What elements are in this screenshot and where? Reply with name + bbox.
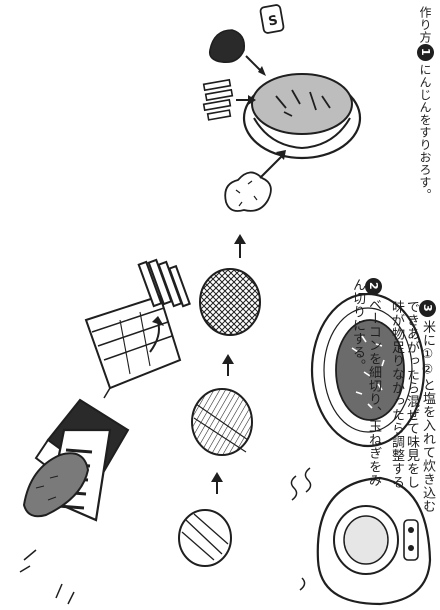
step-2-instruction: 2 ベーコンを細切り、玉ねぎをみ ん切りにする。 bbox=[350, 278, 382, 487]
salt-shaker-icon: S bbox=[259, 4, 285, 34]
step-3-instruction: 3 米に①②と塩を入れて炊き込む できあがったら混ぜて味見をし 味が物足りなかった… bbox=[389, 300, 436, 513]
arrow-head-icon bbox=[276, 150, 286, 160]
arrow-head-icon bbox=[222, 354, 234, 364]
bacon-strips-icon bbox=[202, 78, 234, 121]
bacon-strip-icon bbox=[84, 294, 182, 390]
rice-cooker-icon bbox=[316, 476, 432, 606]
onion-diced-icon bbox=[199, 268, 261, 336]
step-1-badge: 1 bbox=[417, 43, 434, 61]
arrow-bacon-icon bbox=[149, 321, 160, 353]
carrot-icon bbox=[22, 452, 90, 518]
steam-lines bbox=[290, 467, 312, 591]
salt-shaker-letter: S bbox=[267, 13, 279, 29]
rice-cooker-pot-icon bbox=[242, 73, 362, 160]
arrow-head-icon bbox=[211, 472, 223, 482]
arrow-carrot-icon bbox=[245, 55, 263, 73]
minced-onion-icon bbox=[224, 171, 272, 212]
step-3-line1: 米に①②と塩を入れて炊き込む bbox=[420, 320, 435, 513]
arrow-head-icon bbox=[258, 66, 266, 76]
step-1-instruction: 作り方1 にんじんをすりおろす。 bbox=[417, 6, 434, 201]
carrot-gratings-icon bbox=[208, 29, 246, 64]
arrow-to-pot-icon bbox=[259, 155, 283, 179]
onion-scored-icon bbox=[191, 388, 253, 456]
step-2-line2: ん切りにする。 bbox=[350, 278, 365, 373]
onion-whole-icon bbox=[178, 509, 232, 567]
method-label: 作り方 bbox=[418, 6, 432, 44]
arrow-head-icon bbox=[248, 95, 256, 105]
arrow-head-icon bbox=[152, 316, 164, 326]
step-3-badge: 3 bbox=[419, 300, 436, 317]
step-2-badge: 2 bbox=[365, 278, 382, 295]
arrow-head-icon bbox=[234, 234, 246, 244]
motion-lines bbox=[19, 387, 111, 605]
step-3-line3: 味が物足りなかったら調整する bbox=[389, 300, 404, 489]
step-3-line2: できあがったら混ぜて味見をし bbox=[404, 300, 419, 489]
pilaf-plate-icon bbox=[310, 292, 426, 448]
step-2-line1: ベーコンを細切り、玉ねぎをみ bbox=[366, 298, 381, 487]
step-1-text: にんじんをすりおろす。 bbox=[418, 63, 432, 202]
bacon-slices-icon bbox=[137, 258, 191, 308]
